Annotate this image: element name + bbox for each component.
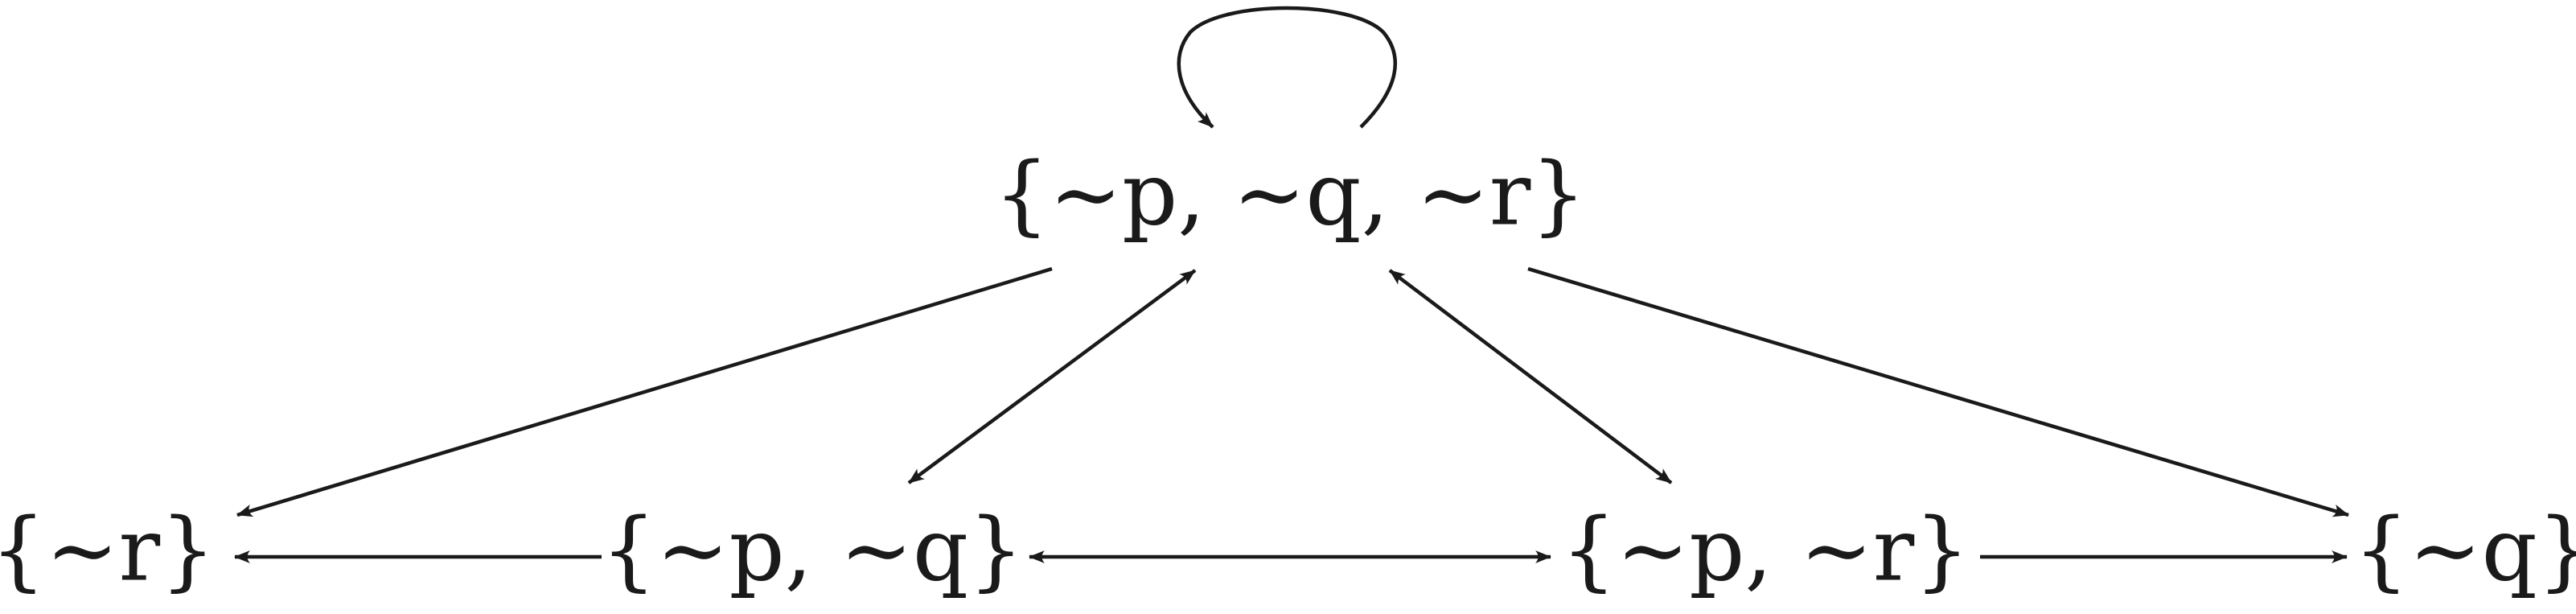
node-r-label: {∼r} [0, 500, 216, 600]
edge-top-pr-bidirectional [1388, 269, 1673, 484]
node-q-label: {∼q} [2353, 500, 2576, 600]
nodes: {∼p, ∼q, ∼r} {∼r} {∼p, ∼q} {∼p, ∼r} {∼q} [0, 144, 2576, 600]
node-pr-label: {∼p, ∼r} [1561, 500, 1970, 600]
edge-top-to-r [236, 266, 1053, 517]
node-pq-label: {∼p, ∼q} [601, 500, 1023, 600]
node-top-label: {∼p, ∼q, ∼r} [994, 144, 1586, 245]
edge-top-pq-bidirectional [907, 269, 1197, 484]
edge-top-self-loop [1177, 6, 1398, 129]
edge-top-to-q [1527, 266, 2349, 517]
edges [234, 6, 2349, 563]
